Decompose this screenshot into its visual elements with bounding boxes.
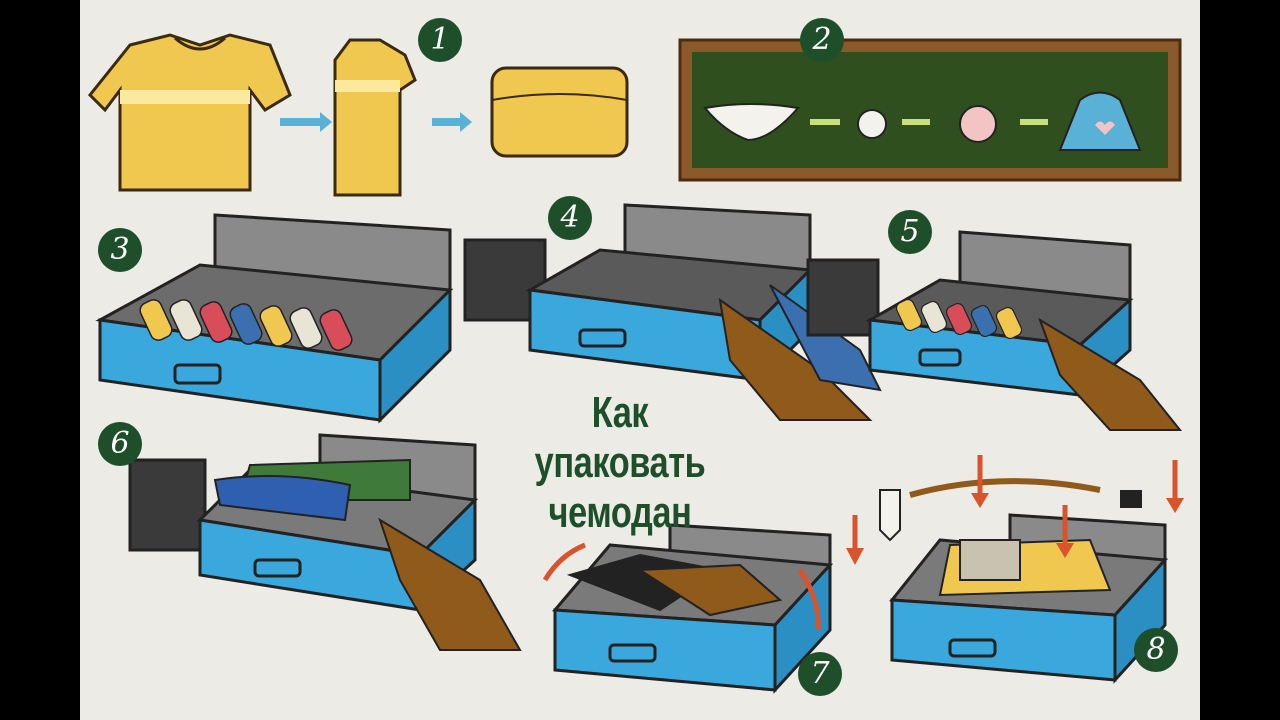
illustration (87, 33, 1184, 694)
arrow-head-icon (460, 112, 472, 132)
suitcase-step-5 (806, 230, 1183, 431)
pouch-icon (1058, 91, 1142, 151)
step-badge-3: 3 (98, 228, 142, 272)
sock-wrapped-icon (959, 105, 997, 143)
charger-icon (1120, 490, 1142, 508)
step-badge-8: 8 (1134, 628, 1178, 672)
step-badge-2: 2 (800, 18, 844, 62)
arrow-head-icon (320, 112, 332, 132)
step-badge-6: 6 (98, 422, 142, 466)
tshirt-half-folded (333, 38, 417, 197)
suitcase-step-6 (128, 433, 522, 651)
tshirt-unfolded (87, 33, 292, 192)
underwear-icon (703, 103, 800, 142)
step-badge-5: 5 (888, 210, 932, 254)
step-badge-7: 7 (798, 652, 842, 696)
title-line-2: чемодан (548, 488, 692, 537)
arrow-head-icon (846, 548, 864, 565)
rolled-underwear-icon (857, 109, 887, 139)
suitcase-step-8 (879, 455, 1184, 684)
step-badge-4: 4 (548, 196, 592, 240)
belt-icon (909, 478, 1101, 498)
suitcase-step-4 (463, 203, 882, 421)
curved-arrow-icon (542, 542, 586, 582)
step-badge-1: 1 (418, 18, 462, 62)
board-panel (678, 38, 1182, 182)
suitcase-step-7 (542, 515, 864, 694)
arrow-head-icon (971, 493, 989, 508)
socks-icon (879, 489, 901, 542)
arrow-head-icon (1056, 543, 1074, 558)
infographic-canvas: 1 2 3 4 5 6 7 8 Как упаковать чемодан (80, 0, 1200, 720)
suitcase-step-3 (95, 213, 454, 424)
heart-icon (1095, 121, 1115, 135)
tshirt-rolled (490, 66, 629, 158)
curved-arrow-icon (797, 568, 821, 631)
title-line-1: Как упаковать (534, 388, 706, 487)
page-title: Как упаковать чемодан (511, 388, 729, 538)
arrow-head-icon (1166, 498, 1184, 513)
